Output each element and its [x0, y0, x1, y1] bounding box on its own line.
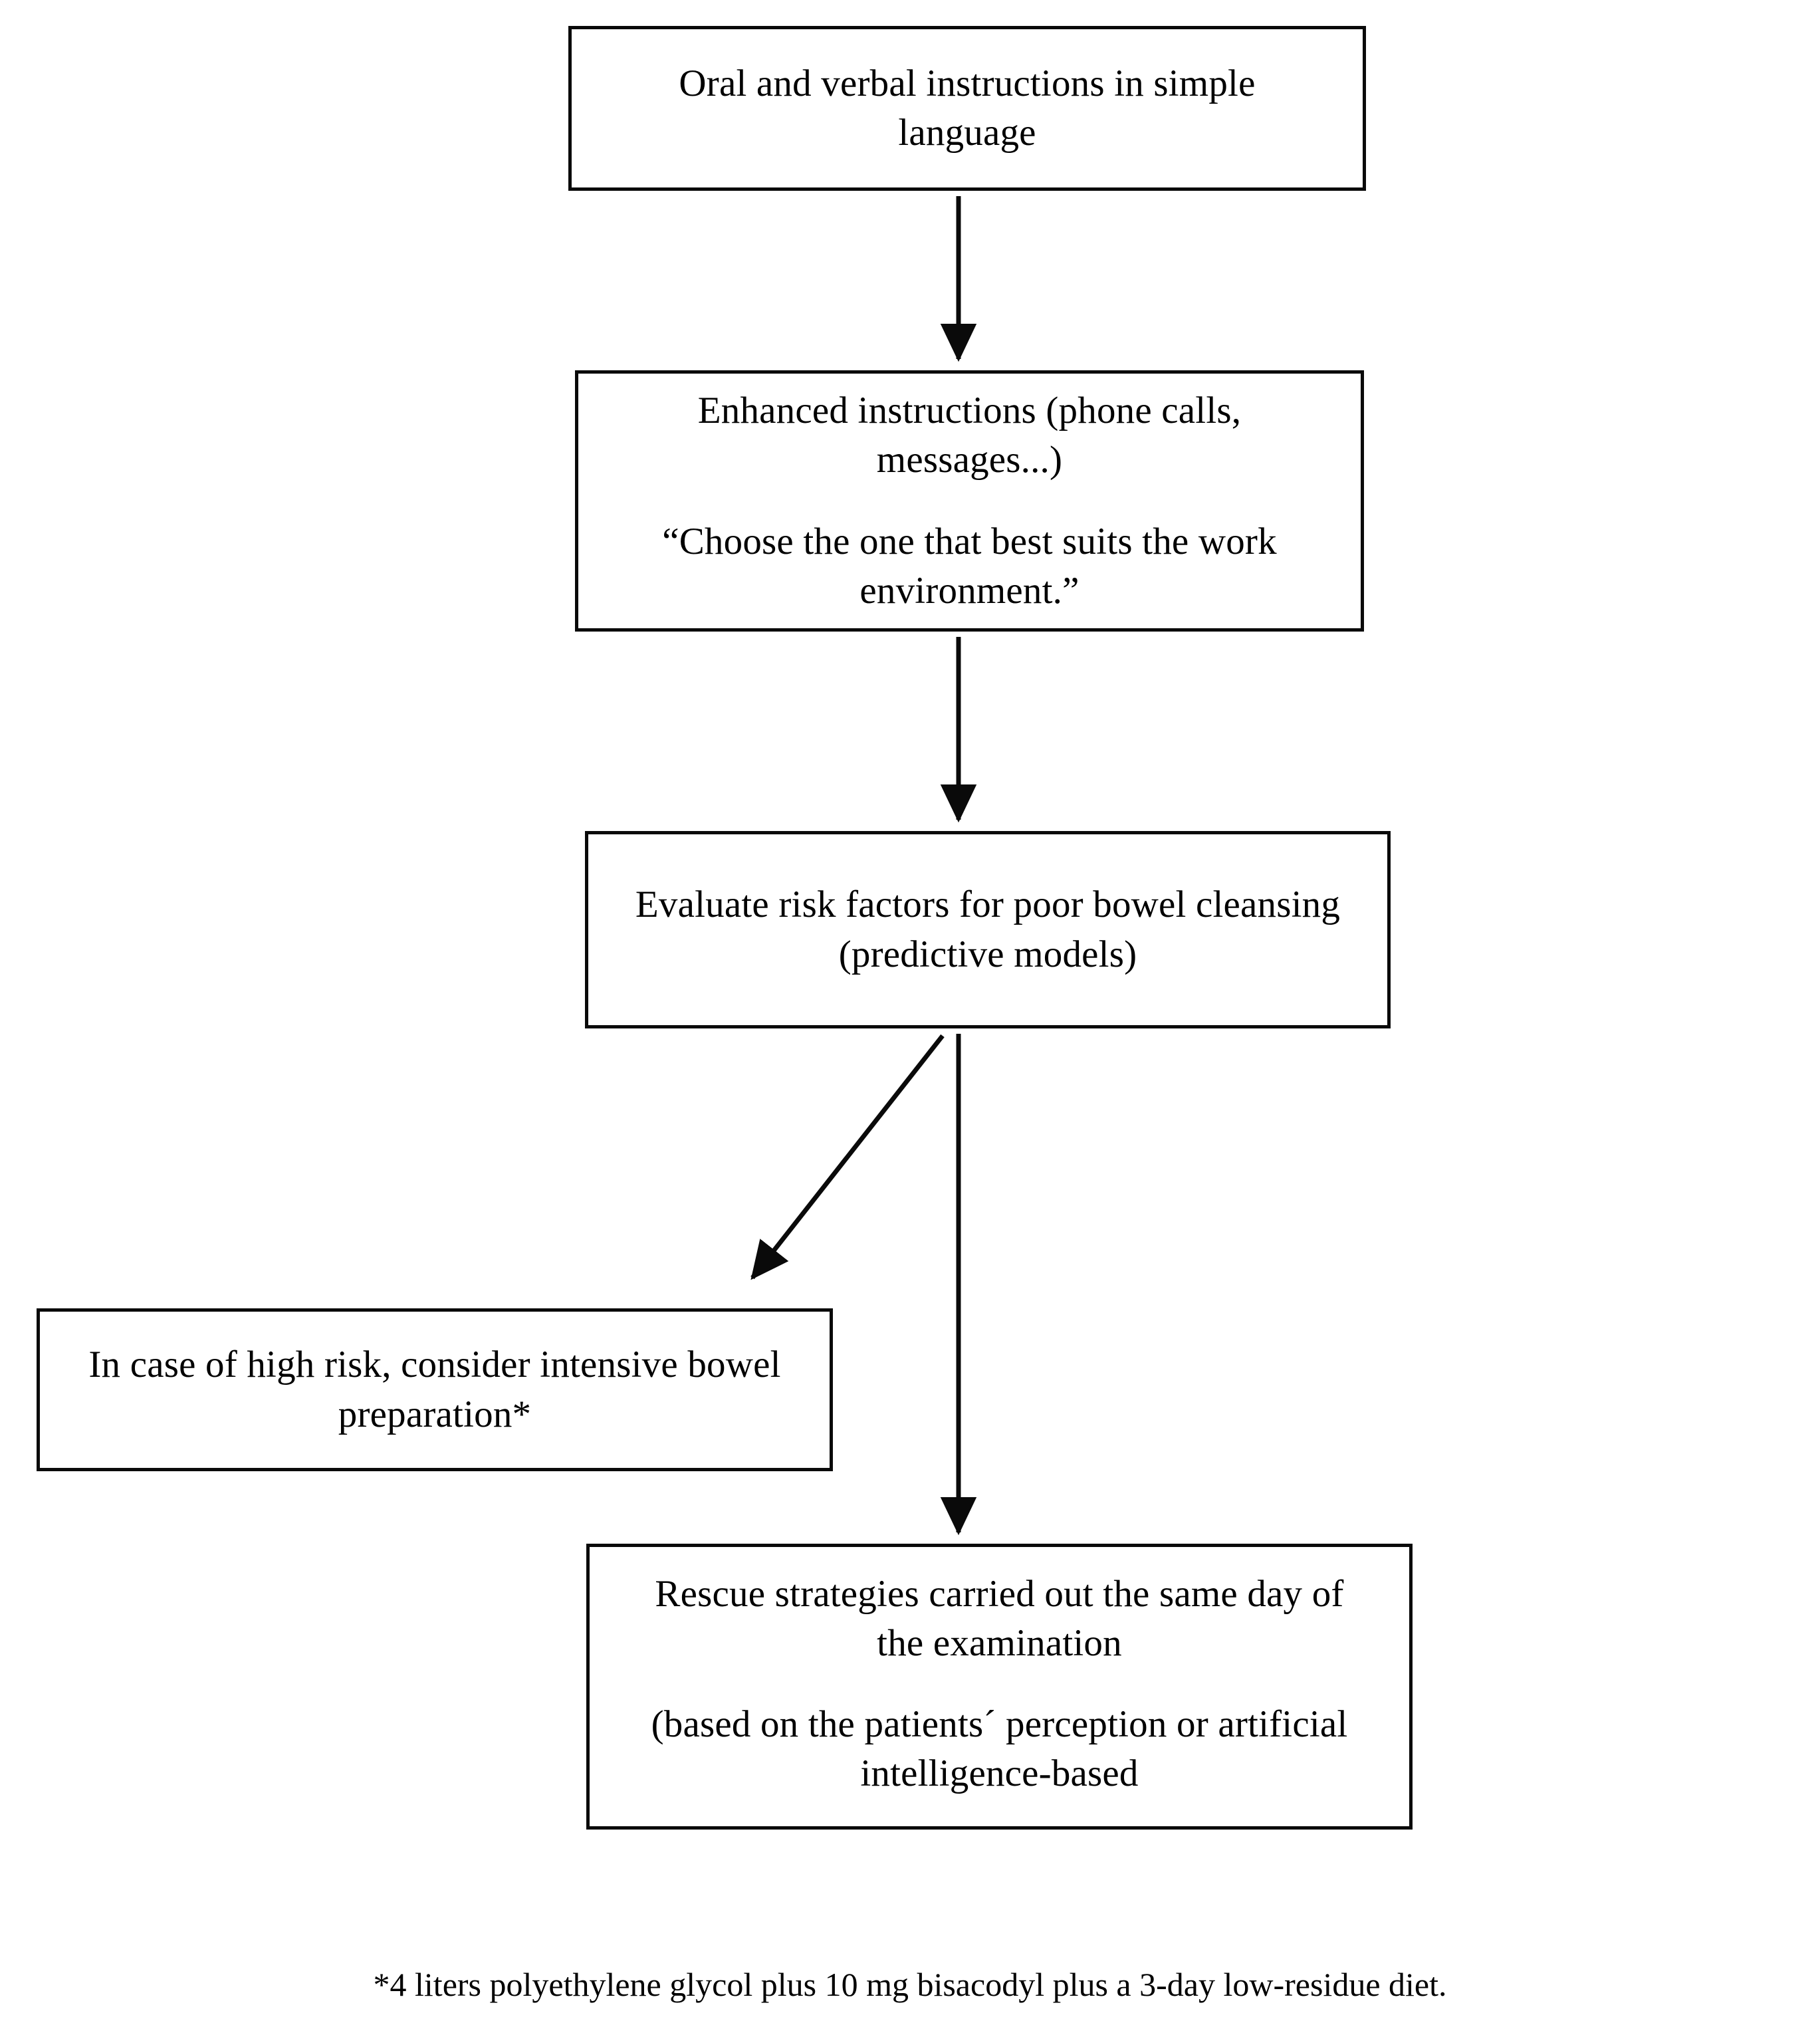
node-enhanced-instructions-text-1: “Choose the one that best suits the work… — [662, 520, 1277, 612]
node-rescue-strategies-text-1: (based on the patients´ perception or ar… — [651, 1703, 1348, 1795]
node-high-risk: In case of high risk, consider intensive… — [37, 1308, 833, 1471]
node-rescue-strategies-text-0: Rescue strategies carried out the same d… — [655, 1573, 1344, 1665]
arrow-evaluate-to-high-risk — [750, 1034, 945, 1280]
node-enhanced-instructions: Enhanced instructions (phone calls, mess… — [575, 370, 1364, 632]
node-high-risk-text-0: In case of high risk, consider intensive… — [88, 1344, 781, 1435]
node-rescue-strategies: Rescue strategies carried out the same d… — [586, 1544, 1413, 1830]
node-evaluate-risk: Evaluate risk factors for poor bowel cle… — [585, 831, 1391, 1028]
node-oral-instructions-text-0: Oral and verbal instructions in simple l… — [679, 62, 1256, 154]
node-enhanced-instructions-text-0: Enhanced instructions (phone calls, mess… — [697, 390, 1242, 481]
node-oral-instructions: Oral and verbal instructions in simple l… — [568, 26, 1366, 191]
node-evaluate-risk-text-0: Evaluate risk factors for poor bowel cle… — [635, 884, 1341, 975]
footnote-text: *4 liters polyethylene glycol plus 10 mg… — [373, 1966, 1447, 2003]
